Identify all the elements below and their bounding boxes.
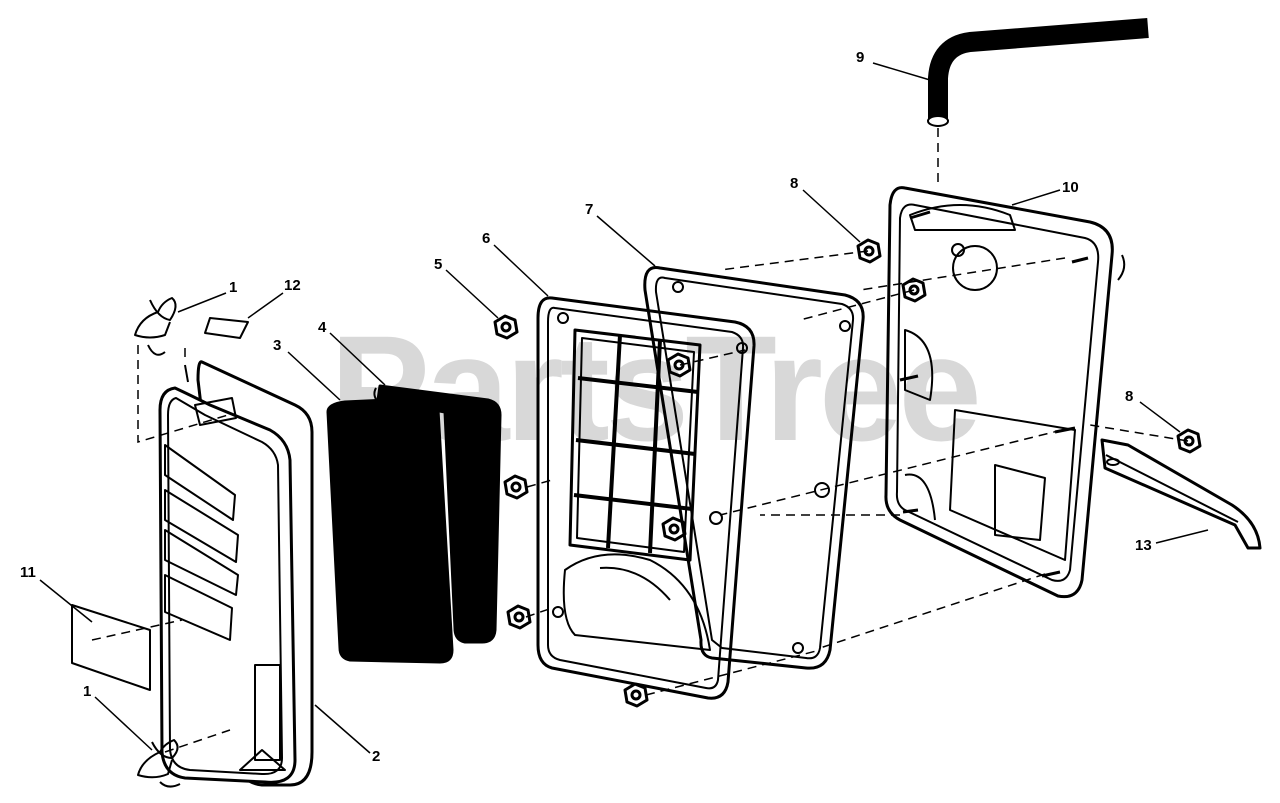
clip-lower [137, 739, 181, 788]
callout-1-upper: 1 [229, 279, 237, 296]
air-cleaner-cover [158, 360, 314, 787]
nut-5 [493, 314, 519, 340]
callout-3: 3 [273, 337, 281, 354]
callout-7: 7 [585, 201, 593, 218]
bracket [1100, 438, 1262, 550]
nut-8-base [901, 277, 927, 303]
filter-housing [536, 296, 756, 700]
nut-mid-right [661, 516, 687, 542]
nut-mid-left [503, 474, 529, 500]
filter-element [326, 396, 454, 664]
pre-cleaner [373, 384, 502, 644]
clip-upper [134, 297, 177, 356]
callout-10: 10 [1062, 179, 1079, 196]
gasket [643, 265, 865, 670]
nut-8-upper [856, 238, 882, 264]
callout-2: 2 [372, 748, 380, 765]
callout-11: 11 [20, 564, 36, 581]
callout-5: 5 [434, 256, 442, 273]
callout-1-lower: 1 [83, 683, 91, 700]
assembly-lines [91, 128, 1189, 753]
nut-bottom [623, 682, 649, 708]
callout-6: 6 [482, 230, 490, 247]
nut-8-bracket [1176, 428, 1202, 454]
callout-9: 9 [856, 49, 864, 66]
callouts: 1 12 3 4 5 6 7 8 9 10 8 13 11 1 2 [20, 49, 1152, 765]
callout-13: 13 [1135, 537, 1152, 554]
callout-12: 12 [284, 277, 301, 294]
air-cleaner-base [884, 186, 1126, 599]
label-plate [71, 604, 151, 691]
decal-small [204, 317, 249, 339]
breather-hose [927, 18, 1149, 127]
callout-8-lower: 8 [1125, 388, 1133, 405]
nut-lower-left [506, 604, 532, 630]
callout-8-upper: 8 [790, 175, 798, 192]
callout-4: 4 [318, 319, 327, 336]
leader-lines [39, 62, 1209, 754]
